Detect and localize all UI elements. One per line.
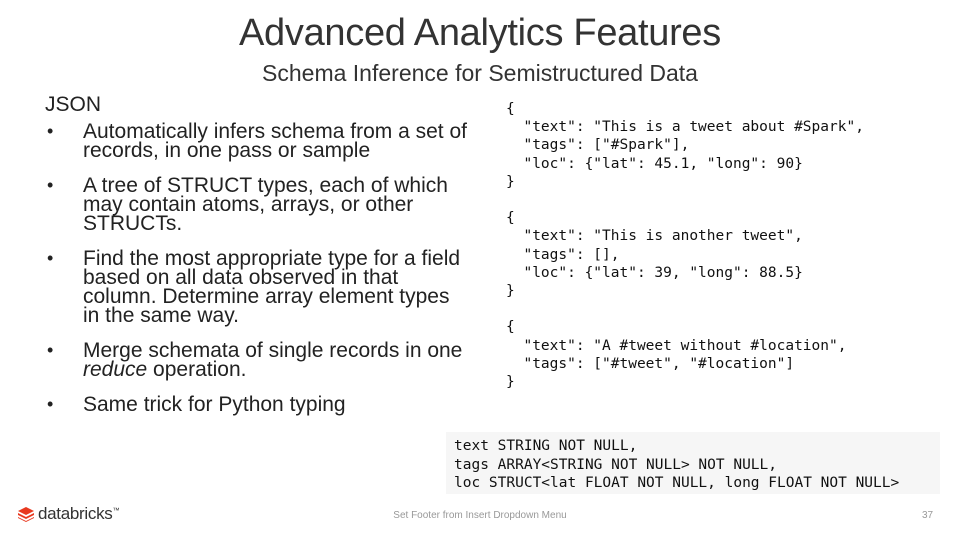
page-number: 37 [922,510,934,521]
bullet-text: Merge schemata of single records in one [83,339,463,362]
bullet-item: Same trick for Python typing [45,394,470,415]
logo-wordmark: databricks™ [38,504,119,524]
json-example-panel [478,96,940,398]
logo-text: databricks [38,504,113,523]
slide-subtitle: Schema Inference for Semistructured Data [262,60,698,86]
bullet-list: Automatically infers schema from a set o… [45,121,470,430]
bullet-item: Find the most appropriate type for a fie… [45,248,470,326]
slide-title: Advanced Analytics Features [239,12,721,54]
bullet-item: A tree of STRUCT types, each of which ma… [45,175,470,234]
slide-footer: Set Footer from Insert Dropdown Menu [393,510,567,521]
databricks-logo-icon [18,506,34,522]
databricks-logo: databricks™ [18,504,119,524]
schema-example-code: text STRING NOT NULL, tags ARRAY<STRING … [454,438,900,492]
trademark-mark: ™ [112,507,120,515]
bullet-item: Automatically infers schema from a set o… [45,121,470,161]
section-heading: JSON [45,93,102,116]
bullet-emphasis: reduce [83,358,148,381]
json-example-code: { "text": "This is a tweet about #Spark"… [506,101,864,391]
bullet-item-merge: Merge schemata of single records in one … [45,339,470,381]
schema-example-panel [446,432,940,494]
bullet-text: operation. [147,358,247,381]
